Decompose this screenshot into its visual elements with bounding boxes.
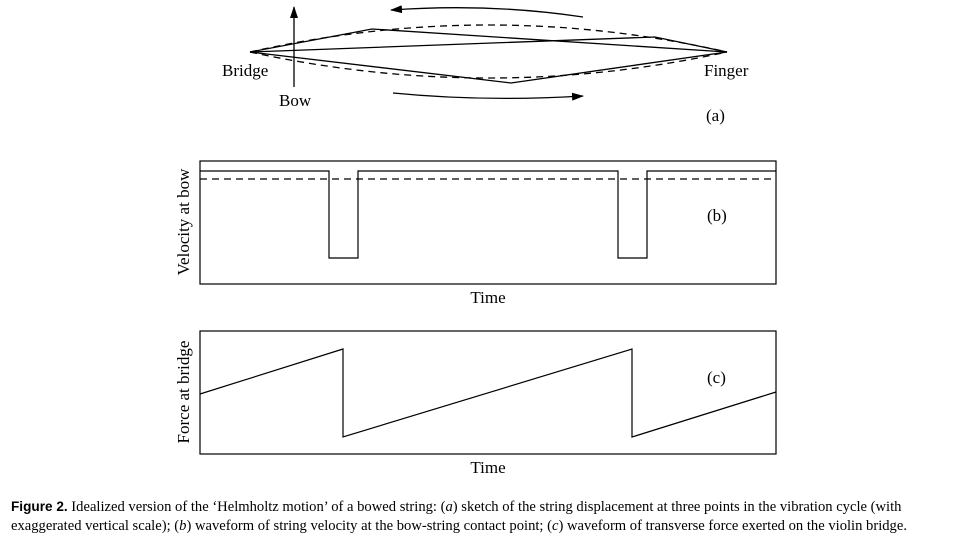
panel-c-ylabel: Force at bridge <box>174 341 193 444</box>
string-dashed-upper-envelope <box>249 24 728 53</box>
motion-arrow-right-icon <box>392 92 584 101</box>
string-position-middle <box>249 36 728 53</box>
string-position-lower <box>249 51 728 84</box>
caption-text-4: ) waveform of transverse force exerted o… <box>558 518 907 534</box>
bridge-label: Bridge <box>222 61 268 80</box>
figure-caption: Figure 2. Idealized version of the ‘Helm… <box>11 497 951 536</box>
panel-c-label: (c) <box>707 368 726 387</box>
panel-b-frame <box>199 160 777 285</box>
finger-label: Finger <box>704 61 749 80</box>
caption-ref-c: c <box>552 518 559 534</box>
caption-ref-a: a <box>445 499 453 515</box>
panel-b-velocity-plot <box>199 160 777 285</box>
panel-b-ylabel: Velocity at bow <box>174 168 193 275</box>
figure: Bridge Finger Bow (a) Velocity at bow Ti… <box>174 5 777 477</box>
bow-label: Bow <box>279 91 312 110</box>
panel-b-label: (b) <box>707 206 727 225</box>
caption-figure-label: Figure 2. <box>11 499 68 514</box>
caption-text-3: ) waveform of string velocity at the bow… <box>186 518 552 534</box>
caption-ref-b: b <box>179 518 187 534</box>
caption-text-2: ) sketch of the string displacement at t… <box>11 499 902 534</box>
motion-arrow-left-icon <box>390 5 584 18</box>
panel-c-force-plot <box>199 330 777 455</box>
panel-a-string-sketch <box>249 5 728 101</box>
velocity-waveform <box>200 170 776 259</box>
panel-b-xlabel: Time <box>470 288 505 307</box>
panel-a-label: (a) <box>706 106 725 125</box>
panel-c-xlabel: Time <box>470 458 505 477</box>
force-sawtooth-waveform <box>199 348 777 438</box>
string-dashed-lower-envelope <box>249 51 728 79</box>
caption-text-1: Idealized version of the ‘Helmholtz moti… <box>67 499 446 515</box>
string-position-upper <box>249 28 728 53</box>
